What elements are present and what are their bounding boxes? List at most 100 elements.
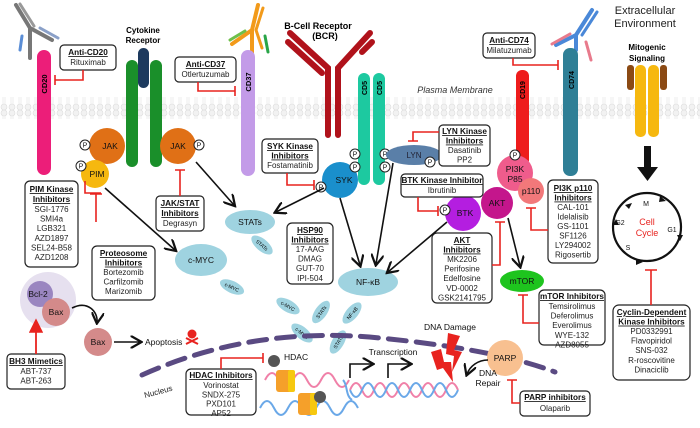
mtor-inhibitors-title: mTOR Inhibitors (540, 292, 604, 301)
mitogenic-receptor (627, 65, 667, 137)
hdac-label: HDAC (284, 352, 308, 362)
syk-inhibition (286, 173, 315, 190)
phospho-icon: P (353, 165, 358, 172)
proteosome-inhibitors-box (91, 245, 156, 301)
cytokine-receptor-right (150, 60, 162, 167)
bcl2-label: Bcl-2 (28, 289, 48, 299)
parp-inhibitors-title: PARP inhibitors (524, 393, 586, 402)
cd74-label: CD74 (569, 71, 576, 89)
syk-inhibitors-box (261, 138, 319, 174)
stats (225, 210, 275, 234)
pim-label: PIM (89, 169, 104, 179)
cd20-antibody (14, 2, 60, 60)
btk-inhibition (417, 197, 439, 216)
cd74-receptor (563, 48, 578, 176)
mtor-label: mTOR (510, 276, 535, 286)
btk-drug: Ibrutinib (428, 186, 457, 195)
stats-label: STATs (238, 217, 262, 227)
cd37-antibody (228, 3, 270, 57)
hsp90-inhibitors-box (286, 222, 334, 285)
phospho-icon: P (428, 160, 433, 167)
phospho-icon: P (513, 153, 518, 160)
translocating-factors: STATs c-MYC c-MYC STATs c-MYC STATs NF-κ… (219, 235, 362, 354)
bh3-mimetics-title: BH3 Mimetics (9, 357, 63, 366)
akt (481, 187, 513, 219)
lyn-label: LYN (407, 151, 422, 160)
dna-double-helix-2 (349, 382, 459, 398)
cmyc-label: c-MYC (188, 255, 214, 265)
btk-inhibitor-box (400, 173, 484, 198)
parp-label: PARP (494, 353, 517, 363)
cell-cycle-icon (611, 191, 683, 265)
phospho-icon: P (383, 152, 388, 159)
btk (445, 195, 481, 231)
cd19-receptor (516, 70, 529, 166)
mtor (500, 270, 544, 292)
parp-inhibition (507, 379, 520, 404)
pim (81, 160, 109, 188)
phase-g1: G1 (667, 227, 676, 234)
pim-inhibitors-box (24, 180, 79, 268)
cytokine-receptor-left (126, 60, 138, 167)
bax-bound (42, 298, 70, 326)
parp-repair-arrow (467, 359, 489, 374)
akt-to-mtor-arrow (507, 217, 520, 266)
cd20-receptor (37, 50, 51, 175)
jakstat-drug: Degrasyn (163, 219, 197, 228)
pi3k-inhibition (526, 207, 548, 231)
transcription-arrow-1 (349, 364, 372, 378)
anti-cd20-title: Anti-CD20 (68, 48, 108, 57)
p110-label: p110 (522, 186, 541, 196)
pim-to-cmyc-arrow (104, 187, 175, 250)
anti-cd37-title: Anti-CD37 (186, 60, 226, 69)
pim-inhibition-line (90, 193, 102, 222)
cd19-label: CD19 (520, 81, 527, 99)
bax-free-label: Bax (91, 337, 106, 347)
syk-label: SYK (335, 175, 352, 185)
nfkb (338, 268, 398, 296)
phospho-icon: P (83, 143, 88, 150)
lyn-inhibitors-box (438, 124, 491, 167)
btk-label: BTK (457, 208, 474, 218)
anti-cd74-box (482, 32, 536, 59)
anti-cd37-box (174, 56, 237, 83)
btk-to-nfkb-arrow (388, 221, 448, 272)
bax-bound-label: Bax (49, 307, 64, 317)
cd5-label: CD5 (377, 81, 384, 95)
mtor-inhibition (518, 294, 539, 324)
jakstat-inhibition (175, 169, 185, 196)
lightning-icon (431, 333, 462, 382)
syk-drug: Fostamatinib (267, 161, 313, 170)
cmyc (175, 244, 227, 276)
parp (487, 340, 523, 376)
bax-release-arrow (71, 304, 97, 322)
cd74-antibody (550, 8, 599, 62)
anti-cd37-inhibition (197, 82, 236, 96)
pi3k-inhibitors-box (547, 179, 599, 264)
phase-s: S (626, 245, 631, 252)
nucleus-label: Nucleus (143, 384, 173, 400)
akt-label: AKT (489, 198, 506, 208)
bcr-label: B-Cell Receptor(BCR) (284, 21, 352, 41)
anti-cd20-box (59, 44, 117, 71)
histone-bottom (298, 391, 326, 415)
plasma-membrane-label: Plasma Membrane (417, 85, 493, 95)
cd5-label: CD5 (362, 81, 369, 95)
anti-cd74-inhibition (512, 58, 559, 70)
